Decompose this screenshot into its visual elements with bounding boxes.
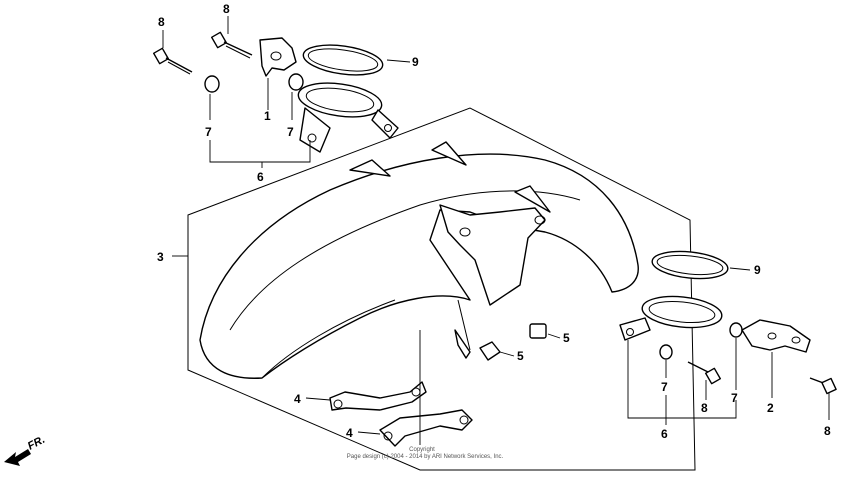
grommet-upper — [529, 323, 547, 339]
callout-9-oring-top: 9 — [412, 55, 419, 69]
grommet-lower — [479, 341, 501, 361]
o-ring-top — [302, 44, 384, 76]
collar-right-high — [729, 322, 743, 338]
callout-4-stay-lower: 4 — [346, 426, 353, 440]
copyright-line-2: Page design (c) 2004 - 2014 by ARI Netwo… — [347, 454, 504, 460]
bolt-upper-middle — [210, 31, 253, 59]
callout-5-grommet-upper: 5 — [563, 331, 570, 345]
copyright-line-1: Copyright — [409, 447, 435, 453]
callout-8-bolt-left: 8 — [158, 15, 165, 29]
callout-6-ring-right: 6 — [661, 427, 668, 441]
front-direction-label: FR. — [26, 434, 47, 453]
callout-5-grommet-lower: 5 — [517, 349, 524, 363]
fork-holder-ring-top — [297, 82, 399, 153]
bolt-upper-left — [152, 47, 193, 75]
callout-2-bracket: 2 — [767, 401, 774, 415]
callout-7-collar-right-low: 7 — [661, 380, 668, 394]
callout-3-fender: 3 — [157, 250, 164, 264]
assembly-frame — [187, 107, 696, 471]
cable-bracket-part-2 — [741, 319, 811, 353]
fender-stay-upper — [329, 381, 427, 411]
callout-6-ring-top: 6 — [257, 170, 264, 184]
o-ring-right — [651, 250, 729, 280]
callout-9-oring-right: 9 — [754, 263, 761, 277]
fender-stay-lower — [379, 409, 473, 447]
callout-8-bolt-far-right: 8 — [824, 424, 831, 438]
callout-4-stay-upper: 4 — [294, 392, 301, 406]
front-direction-arrow: FR. — [4, 434, 47, 466]
collar-left-top — [204, 75, 220, 93]
callout-7-collar-left: 7 — [205, 125, 212, 139]
fork-holder-ring-right — [619, 295, 723, 341]
bolt-right-middle — [687, 361, 722, 385]
collar-right-top — [288, 73, 304, 91]
callout-8-bolt-middle: 8 — [223, 2, 230, 16]
callout-8-bolt-right: 8 — [701, 401, 708, 415]
callout-7-collar-right-high: 7 — [731, 391, 738, 405]
front-fender — [199, 141, 639, 379]
callout-7-collar-right: 7 — [287, 125, 294, 139]
bolt-right-far — [809, 377, 837, 395]
leader-lines — [162, 16, 830, 445]
cable-clamp-part-1 — [259, 37, 297, 77]
collar-right-low — [659, 344, 673, 360]
callout-1-clamp: 1 — [264, 109, 271, 123]
